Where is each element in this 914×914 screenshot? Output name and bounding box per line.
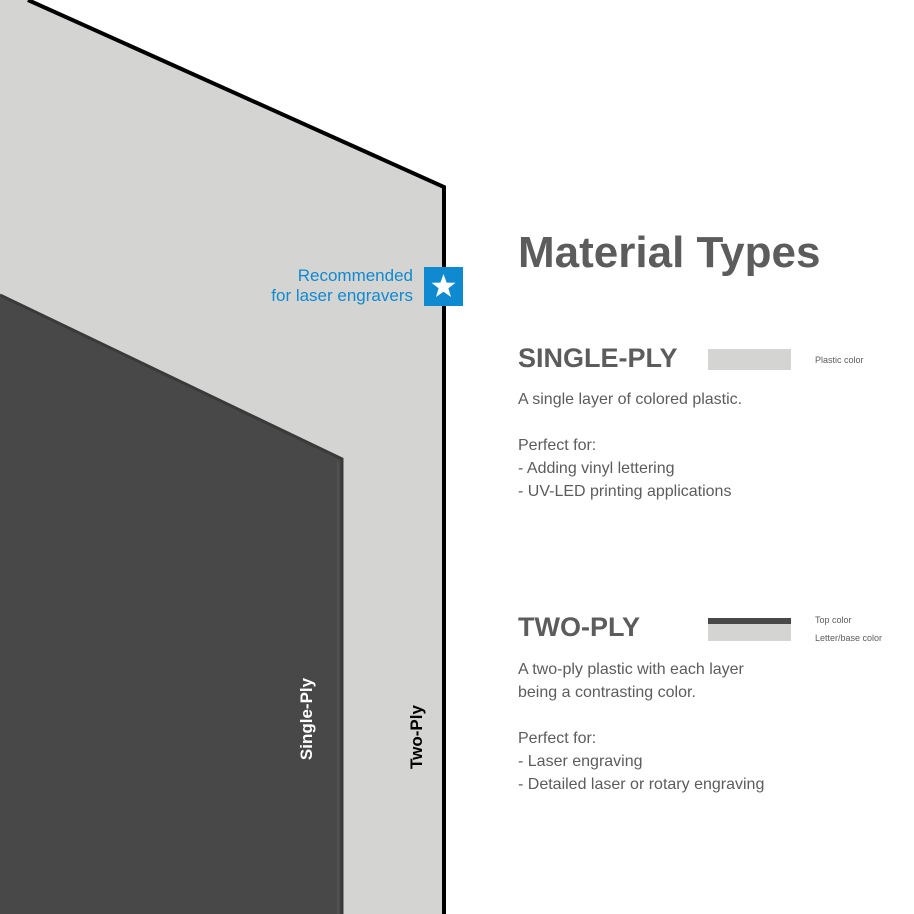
two-ply-panel-label: Two-Ply [407,705,426,769]
single-ply-description: A single layer of colored plastic. [518,391,743,408]
single-ply-panel-label: Single-Ply [297,677,316,761]
single-ply-edge [0,293,344,914]
single-ply-perfect-for: Perfect for: [518,437,597,454]
two-ply-use: - Detailed laser or rotary engraving [518,776,765,793]
star-icon [431,274,456,297]
recommended-note: Recommended for laser engravers [271,266,413,306]
page-title: Material Types [518,228,821,277]
two-ply-swatch-base [708,624,791,641]
single-ply-swatch [708,349,791,370]
two-ply-swatch-top [708,618,791,624]
recommended-line-2: for laser engravers [271,286,413,305]
single-ply-panel [0,295,342,914]
base-color-label: Letter/base color [815,633,883,643]
single-ply-use: - UV-LED printing applications [518,483,732,500]
recommended-badge [424,267,463,306]
two-ply-description-1: A two-ply plastic with each layer [518,661,744,678]
two-ply-description-2: being a contrasting color. [518,684,696,701]
two-ply-heading: TWO-PLY [518,612,641,642]
top-color-label: Top color [815,615,852,625]
single-ply-use: - Adding vinyl lettering [518,460,675,477]
two-ply-use: - Laser engraving [518,753,643,770]
single-ply-heading: SINGLE-PLY [518,343,678,373]
recommended-line-1: Recommended [297,266,413,285]
two-ply-edge [27,0,446,914]
two-ply-perfect-for: Perfect for: [518,730,597,747]
plastic-color-label: Plastic color [815,355,864,365]
